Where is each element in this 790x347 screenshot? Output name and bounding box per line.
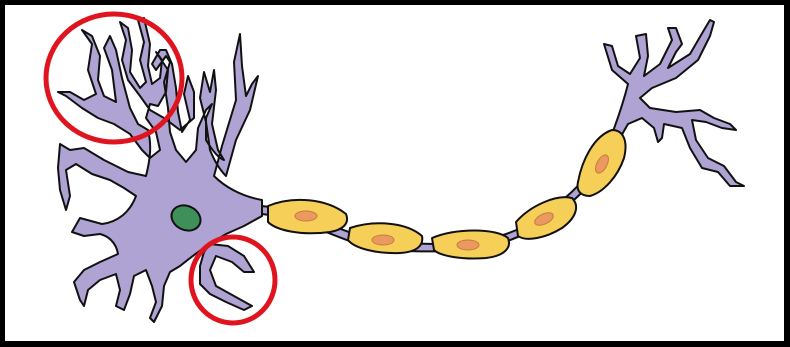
neuron-diagram bbox=[5, 5, 784, 341]
myelin-nucleus-2 bbox=[372, 235, 394, 245]
myelin-nucleus-3 bbox=[457, 240, 479, 250]
cell-body bbox=[58, 18, 262, 322]
diagram-canvas bbox=[5, 5, 784, 341]
axon-terminals bbox=[604, 20, 744, 186]
bottom-dendrite bbox=[200, 244, 254, 310]
neuron bbox=[58, 18, 744, 322]
myelin-nucleus-1 bbox=[295, 211, 317, 221]
